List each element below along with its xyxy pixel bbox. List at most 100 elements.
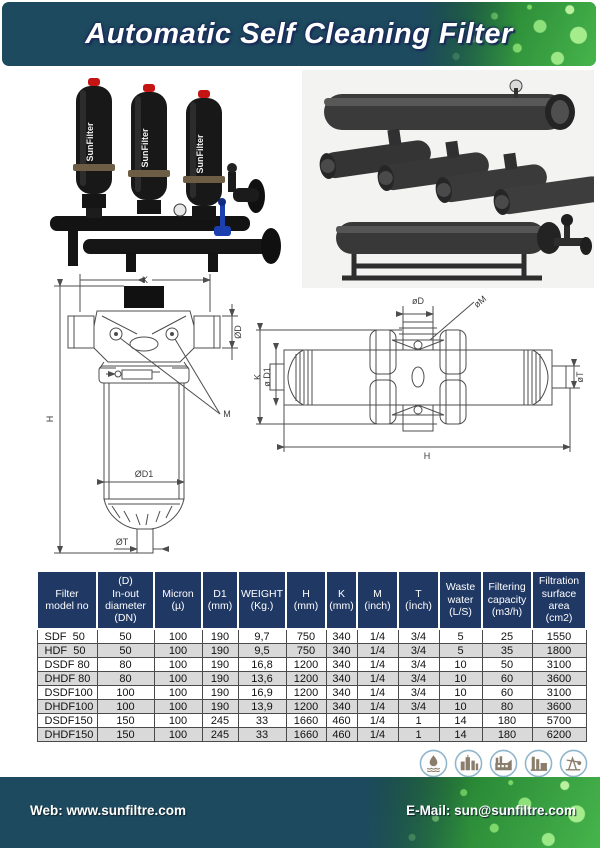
product-photo-horizontal-filters (302, 70, 594, 288)
col-header-m: M (inch) (356, 570, 399, 630)
col-header-capacity: Filtering capacity (m3/h) (481, 570, 533, 630)
cell-m: 1/4 (356, 643, 399, 658)
dim-label-m: øM (472, 294, 488, 310)
blue-valve (214, 198, 231, 236)
cell-capacity: 80 (481, 699, 533, 714)
cell-t: 3/4 (397, 643, 440, 658)
cell-h: 1200 (285, 685, 327, 700)
cell-h: 1660 (285, 713, 327, 728)
label-M: øM (429, 294, 488, 341)
dimension-H: H (45, 279, 137, 554)
dim-label-h: H (424, 451, 431, 461)
cell-d1: 190 (201, 685, 239, 700)
cell-surface: 3100 (531, 685, 587, 700)
cell-diameter: 80 (96, 671, 155, 686)
center-connections (391, 321, 445, 432)
clamp-ring (128, 170, 170, 177)
cell-capacity: 180 (481, 713, 533, 728)
cell-model: DSDF150 (36, 713, 98, 728)
cell-diameter: 100 (96, 699, 155, 714)
cell-k: 340 (325, 657, 358, 672)
cell-model: DSDF 80 (36, 657, 98, 672)
solenoid-cap (124, 286, 164, 308)
cell-t: 3/4 (397, 699, 440, 714)
cell-t: 3/4 (397, 671, 440, 686)
cell-m: 1/4 (356, 727, 399, 742)
cell-m: 1/4 (356, 628, 399, 644)
bottom-manifold-pipe (336, 222, 561, 254)
canister: SunFilter (128, 84, 170, 214)
clamp-bracket (369, 329, 397, 425)
canister (377, 140, 489, 191)
dim-label-d: ØD (233, 325, 243, 339)
cell-wastewater: 10 (438, 699, 483, 714)
cell-model: HDF 50 (36, 643, 98, 658)
cell-surface: 6200 (531, 727, 587, 742)
vessel-body (269, 349, 567, 406)
cell-k: 340 (325, 685, 358, 700)
cell-diameter: 150 (96, 713, 155, 728)
cell-micron: 100 (153, 657, 203, 672)
cell-capacity: 25 (481, 628, 533, 644)
cell-weight: 33 (237, 713, 287, 728)
cell-surface: 3600 (531, 699, 587, 714)
table-row: SDF 50 50 100 190 9,7 750 340 1/4 3/4 5 … (36, 628, 587, 644)
clamp-bracket (439, 329, 467, 425)
cell-t: 3/4 (397, 657, 440, 672)
dim-label-k: K (142, 275, 148, 285)
leaf-droplets-image (421, 2, 596, 66)
cell-weight: 13,9 (237, 699, 287, 714)
cell-capacity: 60 (481, 671, 533, 686)
dim-label-m: M (223, 409, 231, 419)
red-cap (198, 90, 210, 98)
cell-wastewater: 14 (438, 713, 483, 728)
cell-capacity: 180 (481, 727, 533, 742)
col-header-micron: Micron (µ) (153, 570, 203, 630)
cell-micron: 100 (153, 713, 203, 728)
outlet-tube (136, 528, 154, 554)
cell-m: 1/4 (356, 713, 399, 728)
cell-k: 460 (325, 713, 358, 728)
left-nipple (269, 363, 285, 391)
cell-wastewater: 10 (438, 685, 483, 700)
cell-surface: 3600 (531, 671, 587, 686)
cell-wastewater: 10 (438, 657, 483, 672)
cell-weight: 16,9 (237, 685, 287, 700)
bolt (109, 327, 123, 341)
cell-wastewater: 5 (438, 643, 483, 658)
col-header-surface: Filtration surface area (cm2) (531, 570, 587, 630)
manifold-pipes (50, 163, 281, 272)
cell-d1: 190 (201, 643, 239, 658)
canister (319, 128, 431, 179)
cell-m: 1/4 (356, 685, 399, 700)
cell-micron: 100 (153, 685, 203, 700)
city-icon (454, 749, 483, 778)
dimension-T: ØT (114, 537, 169, 552)
table-row: DSDF 80 80 100 190 16,8 1200 340 1/4 3/4… (36, 657, 587, 672)
cell-wastewater: 10 (438, 671, 483, 686)
industrial-plant-icon (524, 749, 553, 778)
col-header-h: H (mm) (285, 570, 327, 630)
col-header-t: T (İnch) (397, 570, 440, 630)
water-drop-icon (419, 749, 448, 778)
canister: SunFilter (73, 78, 115, 218)
cell-diameter: 150 (96, 727, 155, 742)
col-header-d1: D1 (mm) (201, 570, 239, 630)
cell-k: 340 (325, 699, 358, 714)
cell-surface: 1800 (531, 643, 587, 658)
cell-diameter: 50 (96, 643, 155, 658)
cell-k: 340 (325, 671, 358, 686)
brand-label: SunFilter (195, 134, 205, 173)
right-nipple (551, 365, 567, 389)
dim-label-d1: ø D1 (262, 367, 272, 387)
brand-label: SunFilter (85, 122, 95, 161)
spec-table-header: Filter model no (D) In-out diameter (DN)… (36, 570, 587, 630)
clamp-ring (73, 164, 115, 171)
technical-drawing-vertical: K (45, 274, 243, 554)
dimension-D1: ØD1 (97, 469, 185, 485)
flush-valve (554, 214, 592, 255)
canister (435, 152, 547, 203)
brand-label: SunFilter (140, 128, 150, 167)
spec-table: Filter model no (D) In-out diameter (DN)… (36, 570, 587, 742)
cell-diameter: 100 (96, 685, 155, 700)
